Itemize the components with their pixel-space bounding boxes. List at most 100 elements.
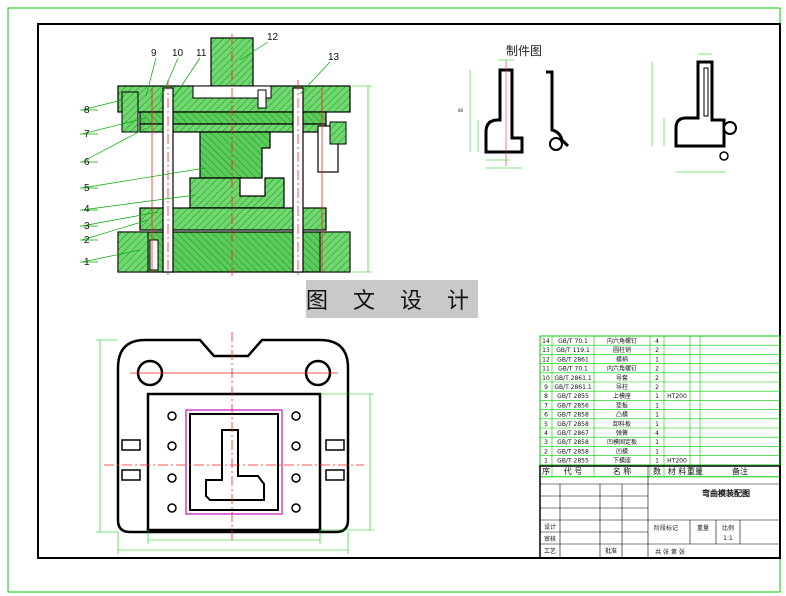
bom-cell-qty: 1 [655, 439, 659, 446]
part-drawing-left: 86 [458, 59, 570, 169]
bom-header-remark: 备注 [732, 466, 748, 476]
callout-8: 8 [84, 105, 90, 116]
bom-cell-no: 4 [544, 430, 548, 437]
bom-cell-qty: 1 [655, 412, 659, 419]
bom-cell-code: GB/T 2861 [557, 356, 589, 363]
bom-cell-code: GB/T 2856 [557, 402, 589, 409]
inner-frame [37, 23, 781, 559]
bom-cell-qty: 1 [655, 448, 659, 455]
bom-cell-material: HT200 [667, 393, 687, 400]
callout-11: 11 [196, 48, 207, 59]
bom-header-qty: 数 [653, 466, 661, 476]
bom-cell-name: 导套 [616, 374, 628, 382]
drawing-name: 弯曲模装配图 [702, 488, 750, 498]
bom-cell-qty: 1 [655, 356, 659, 363]
bom-cell-name: 导柱 [616, 383, 628, 391]
bom-cell-qty: 2 [655, 366, 659, 373]
bom-cell-code: GB/T 2858 [557, 412, 589, 419]
bom-cell-no: 7 [544, 402, 548, 409]
approve-label: 批准 [605, 547, 617, 555]
bom-cell-qty: 2 [655, 375, 659, 382]
title-block: 弯曲模装配图 阶段标记 重量 比例 1:1 共 张 第 张 设计 审核 工艺 批… [539, 465, 781, 559]
bom-cell-code: GB/T 2861.1 [554, 375, 592, 382]
bom-cell-code: GB/T 2858 [557, 439, 589, 446]
bom-cell-qty: 1 [655, 458, 659, 465]
callout-9: 9 [151, 48, 157, 59]
watermark: 图 文 设 计 [306, 280, 478, 318]
callout-6: 6 [84, 157, 90, 168]
callout-13: 13 [328, 52, 340, 63]
scale-label: 比例 [722, 524, 734, 532]
bom-cell-name: 凹模 [616, 447, 628, 455]
bom-cell-material: HT200 [667, 458, 687, 465]
bom-cell-code: GB/T 2867 [557, 430, 589, 437]
callout-7: 7 [84, 129, 90, 140]
bom-cell-code: GB/T 2858 [557, 448, 589, 455]
callout-10: 10 [172, 48, 184, 59]
bom-cell-qty: 2 [655, 347, 659, 354]
callout-3: 3 [84, 221, 90, 232]
bom-cell-no: 11 [542, 366, 550, 373]
stage-label: 阶段标记 [654, 524, 678, 532]
bom-cell-qty: 1 [655, 393, 659, 400]
bom-cell-name: 凸模 [616, 411, 628, 419]
checker-label: 审核 [544, 535, 556, 543]
bom-cell-qty: 2 [655, 384, 659, 391]
bom-cell-no: 2 [544, 448, 548, 455]
bom-cell-name: 圆柱销 [613, 346, 631, 354]
bom-cell-no: 3 [544, 439, 548, 446]
part-drawing-title: 制件图 [506, 44, 543, 58]
designer-label: 设计 [544, 523, 556, 531]
bom-cell-no: 6 [544, 412, 548, 419]
bom-cell-name: 凹模固定板 [607, 438, 637, 446]
bom-cell-name: 下模座 [613, 457, 631, 465]
bom-cell-name: 模柄 [616, 355, 628, 363]
plan-view [96, 332, 374, 554]
bom-cell-no: 5 [544, 421, 548, 428]
bom-cell-name: 内六角螺钉 [607, 337, 637, 345]
bom-header-no: 序 [542, 466, 550, 476]
weight-label: 重量 [697, 524, 709, 532]
bom-header-weight: 重量 [687, 466, 703, 476]
bom-cell-no: 14 [542, 338, 550, 345]
bom-cell-no: 12 [542, 356, 550, 363]
bom-cell-name: 垫板 [616, 401, 628, 409]
bom-cell-qty: 1 [655, 421, 659, 428]
assembly-section-view [117, 34, 372, 278]
callout-leaders [80, 41, 331, 263]
process-label: 工艺 [544, 547, 556, 555]
callout-5: 5 [84, 183, 90, 194]
scale-value: 1:1 [723, 535, 733, 542]
bom-cell-code: GB/T 119.1 [556, 347, 590, 354]
part-drawing-right [651, 53, 737, 173]
bom-cell-code: GB/T 2855 [557, 458, 589, 465]
bom-cell-qty: 4 [655, 430, 659, 437]
bom-cell-name: 卸料板 [613, 420, 631, 428]
bom-cell-code: GB/T 2855 [557, 393, 589, 400]
bom-cell-qty: 4 [655, 338, 659, 345]
bom-cell-code: GB/T 2858 [557, 421, 589, 428]
bom-cell-no: 13 [542, 347, 550, 354]
bom-header-code: 代 号 [564, 466, 583, 476]
bom-cell-no: 8 [544, 393, 548, 400]
bom-cell-name: 内六角螺钉 [607, 365, 637, 373]
callout-4: 4 [84, 204, 90, 215]
bom-cell-no: 10 [542, 375, 550, 382]
bom-cell-code: GB/T 70.1 [558, 366, 588, 373]
bom-cell-qty: 1 [655, 402, 659, 409]
sheet-label: 共 张 第 张 [655, 548, 685, 556]
bom-cell-no: 9 [544, 384, 548, 391]
svg-text:86: 86 [458, 108, 464, 113]
callout-2: 2 [84, 235, 90, 246]
bom-cell-no: 1 [544, 458, 548, 465]
bom-cell-name: 上模座 [613, 392, 631, 400]
callout-12: 12 [267, 32, 279, 43]
callout-numbers: 1 2 3 4 5 6 7 8 9 10 11 12 13 [84, 32, 340, 268]
bom-cell-name: 弹簧 [616, 429, 628, 437]
bom-header-name: 名 称 [613, 466, 632, 476]
bom-cell-code: GB/T 70.1 [558, 338, 588, 345]
bom-header-material: 材 料 [668, 466, 687, 476]
callout-1: 1 [84, 257, 90, 268]
